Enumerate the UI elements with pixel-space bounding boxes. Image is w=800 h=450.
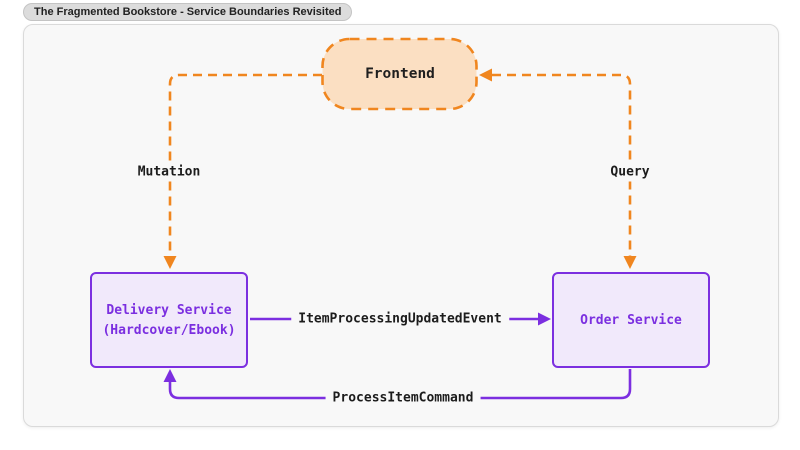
process-command-edge-label: ProcessItemCommand (325, 388, 481, 408)
node-order-service-label: Order Service (580, 312, 682, 328)
node-frontend-label: Frontend (365, 66, 435, 82)
node-delivery-service-sublabel: (Hardcover/Ebook) (102, 322, 236, 338)
query-edge-label: Query (603, 162, 657, 182)
diagram-title-badge: The Fragmented Bookstore - Service Bound… (23, 3, 353, 21)
node-delivery-service: Delivery Service (Hardcover/Ebook) (90, 272, 248, 368)
node-delivery-service-label: Delivery Service (106, 302, 232, 318)
item-event-edge-label: ItemProcessingUpdatedEvent (291, 309, 509, 329)
mutation-edge-label: Mutation (130, 162, 208, 182)
node-order-service: Order Service (552, 272, 710, 368)
